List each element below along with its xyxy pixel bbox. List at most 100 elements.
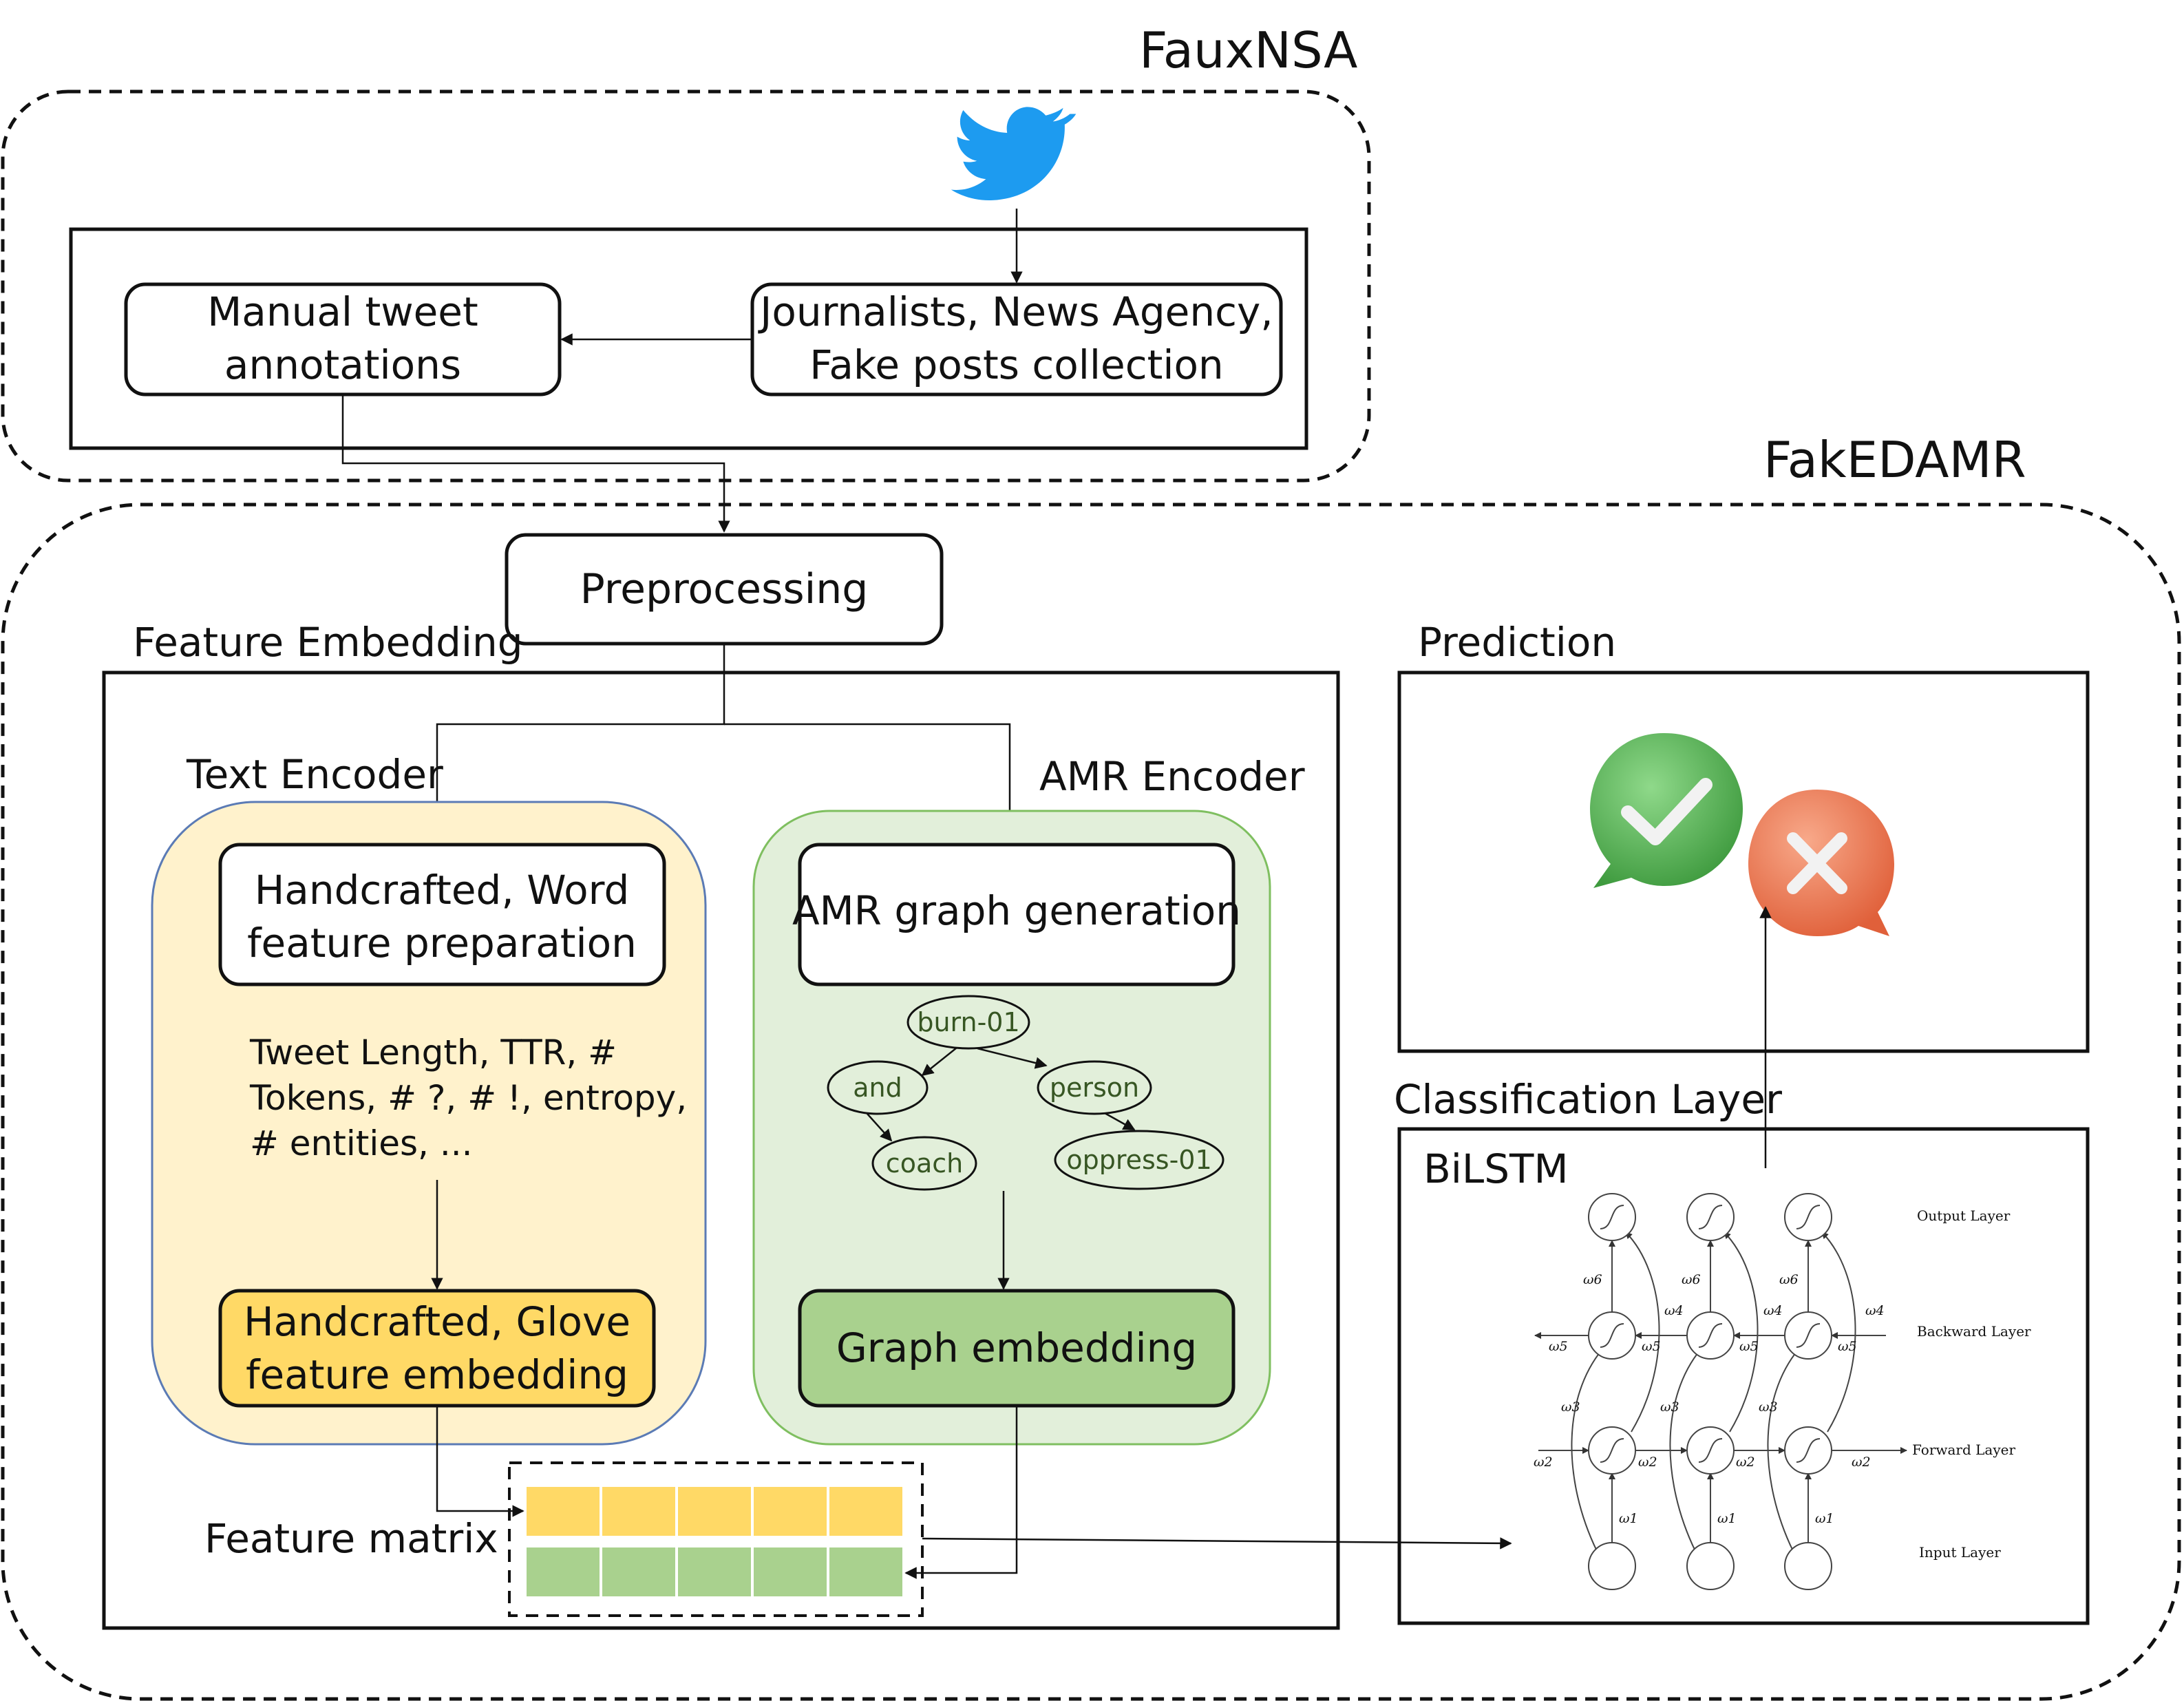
weight-w6-1: ω6 <box>1583 1272 1602 1287</box>
matrix-cell-g2 <box>600 1545 678 1599</box>
weight-w2-0: ω2 <box>1534 1455 1553 1470</box>
classification-frame <box>1397 1127 2090 1625</box>
amr-node-burn-label: burn-01 <box>917 1007 1019 1037</box>
bilstm-title: BiLSTM <box>1423 1145 1569 1192</box>
fakedamr-title: FakEDAMR <box>1763 431 2026 489</box>
skip-conn-6 <box>1821 1232 1856 1433</box>
fakedamr-section: FakEDAMR Preprocessing Feature Embedding… <box>1 431 2181 1701</box>
weight-w5-1: ω5 <box>1642 1339 1661 1354</box>
weight-w1-2: ω1 <box>1717 1511 1737 1526</box>
fakedamr-dashed-boundary <box>1 503 2181 1701</box>
matrix-cell-g1 <box>524 1545 602 1599</box>
amr-node-oppress <box>1054 1130 1224 1190</box>
weight-w5-3: ω5 <box>1838 1339 1857 1354</box>
skip-conn-4 <box>1625 1232 1660 1433</box>
matrix-cell-y1 <box>524 1484 602 1539</box>
cross-bubble-icon <box>1748 790 1894 936</box>
forward-layer-label: Forward Layer <box>1912 1441 2015 1458</box>
arrow-preprocessing-to-amr <box>724 723 1016 845</box>
amr-node-coach <box>871 1136 977 1191</box>
matrix-cell-g3 <box>675 1545 754 1599</box>
bilstm-network: Output Layer Backward Layer Forward Laye… <box>1534 1193 2031 1590</box>
matrix-cell-g4 <box>751 1545 829 1599</box>
weight-w2-3: ω2 <box>1852 1455 1871 1470</box>
weight-w4-1: ω4 <box>1664 1303 1684 1318</box>
output-layer-label: Output Layer <box>1917 1207 2011 1224</box>
handcrafted-word-label-2: feature preparation <box>247 920 637 966</box>
classification-title: Classification Layer <box>1394 1076 1782 1123</box>
weight-w1-3: ω1 <box>1815 1511 1834 1526</box>
journalists-label-2: Fake posts collection <box>809 341 1223 388</box>
matrix-cell-y5 <box>827 1484 905 1539</box>
amr-node-burn <box>907 995 1030 1050</box>
prediction-title: Prediction <box>1418 619 1616 666</box>
input-node-1 <box>1588 1542 1636 1590</box>
amr-node-person <box>1037 1060 1152 1115</box>
amr-encoder-title: AMR Encoder <box>1039 753 1305 800</box>
weight-w5-2: ω5 <box>1739 1339 1759 1354</box>
graph-embedding-label: Graph embedding <box>836 1324 1197 1371</box>
skip-conn-2 <box>1669 1349 1701 1552</box>
annotations-label-2: annotations <box>224 341 461 388</box>
weight-w2-2: ω2 <box>1736 1455 1755 1470</box>
glove-embedding-label-2: feature embedding <box>246 1351 628 1398</box>
amr-edge-person-oppress <box>1104 1112 1136 1131</box>
matrix-cell-y3 <box>675 1484 754 1539</box>
feature-embedding-title: Feature Embedding <box>133 619 523 666</box>
feature-matrix-label: Feature matrix <box>204 1515 498 1562</box>
weight-w3-3: ω3 <box>1759 1399 1778 1415</box>
glove-embedding-label-1: Handcrafted, Glove <box>244 1298 630 1345</box>
weight-w3-1: ω3 <box>1561 1399 1580 1415</box>
features-list-3: # entities, ... <box>250 1123 473 1163</box>
input-node-2 <box>1686 1542 1735 1590</box>
journalists-label-1: Journalists, News Agency, <box>758 288 1273 335</box>
skip-conn-1 <box>1571 1349 1603 1552</box>
backward-layer-label: Backward Layer <box>1917 1323 2031 1340</box>
fauxnsa-dashed-boundary <box>1 89 1371 483</box>
amr-graph-generation-label: AMR graph generation <box>792 887 1241 934</box>
weight-w4-3: ω4 <box>1865 1303 1885 1318</box>
fauxnsa-title: FauxNSA <box>1139 21 1357 79</box>
prediction-frame <box>1397 670 2090 1053</box>
amr-graph-generation-box <box>798 843 1236 986</box>
sigmoid-glyphs <box>1600 1205 1821 1463</box>
weight-w2-1: ω2 <box>1638 1455 1657 1470</box>
matrix-cell-g5 <box>827 1545 905 1599</box>
amr-node-and <box>827 1060 929 1115</box>
input-layer-label: Input Layer <box>1919 1544 2001 1561</box>
twitter-bird-icon <box>951 107 1077 201</box>
handcrafted-word-label-1: Handcrafted, Word <box>255 867 630 913</box>
weight-w6-3: ω6 <box>1779 1272 1799 1287</box>
amr-edge-burn-person <box>977 1047 1048 1069</box>
text-encoder-title: Text Encoder <box>186 751 443 798</box>
features-list-2: Tokens, # ?, # !, entropy, <box>249 1078 687 1118</box>
amr-edge-burn-and <box>921 1047 957 1077</box>
preprocessing-label: Preprocessing <box>580 565 869 613</box>
amr-node-person-label: person <box>1050 1073 1139 1103</box>
skip-conn-5 <box>1724 1232 1759 1433</box>
feature-embedding-frame <box>102 670 1340 1630</box>
check-bubble-icon <box>1590 733 1743 888</box>
handcrafted-word-box <box>218 843 666 986</box>
feature-matrix-frame <box>508 1461 924 1617</box>
weight-w1-1: ω1 <box>1619 1511 1638 1526</box>
arrow-annotations-to-preprocessing <box>341 394 730 533</box>
amr-node-and-label: and <box>853 1073 902 1103</box>
amr-node-coach-label: coach <box>886 1148 963 1179</box>
fauxnsa-section: FauxNSA Journalists, News Agency, Fake p… <box>1 21 1371 483</box>
amr-graph: burn-01 and person coach oppress-01 <box>827 995 1224 1191</box>
arrow-matrix-to-bilstm <box>922 1537 1512 1550</box>
amr-node-oppress-label: oppress-01 <box>1066 1145 1211 1175</box>
arrow-graph-to-matrix <box>904 1406 1018 1579</box>
arrow-glove-to-matrix <box>436 1406 524 1517</box>
weight-w4-2: ω4 <box>1763 1303 1783 1318</box>
weight-w3-2: ω3 <box>1660 1399 1679 1415</box>
skip-conn-3 <box>1767 1349 1799 1552</box>
fauxnsa-inner-frame <box>69 227 1308 450</box>
input-node-3 <box>1784 1542 1832 1590</box>
matrix-cell-y2 <box>600 1484 678 1539</box>
matrix-cell-y4 <box>751 1484 829 1539</box>
weight-w5-0: ω5 <box>1549 1339 1568 1354</box>
feature-matrix-grid <box>524 1484 905 1599</box>
